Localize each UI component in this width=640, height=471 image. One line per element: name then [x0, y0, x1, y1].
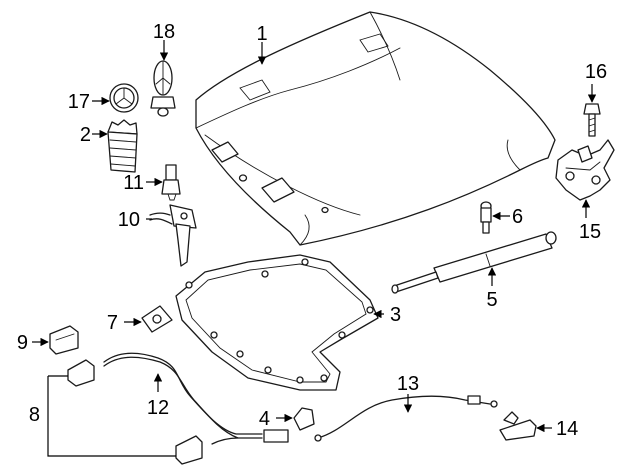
callout-6: 6	[512, 206, 523, 228]
callout-4: 4	[259, 408, 270, 430]
callout-11: 11	[123, 172, 144, 194]
insulator-drawing	[175, 254, 379, 391]
ornament-drawing	[150, 60, 176, 117]
callout-10: 10	[118, 209, 140, 231]
callout-14: 14	[556, 418, 578, 440]
callout-17: 17	[68, 91, 90, 113]
callout-5: 5	[486, 289, 497, 311]
callout-7: 7	[107, 312, 118, 334]
release-handle-drawing	[47, 359, 203, 465]
striker-bracket-drawing	[149, 204, 197, 267]
callout-12: 12	[147, 397, 169, 419]
callout-labels: 1 2 3 4 5 6 7 8 9 10 11 12 13 14 15 16 1…	[17, 21, 607, 440]
strut-drawing	[391, 231, 557, 294]
callout-9: 9	[17, 332, 28, 354]
callout-3: 3	[390, 304, 401, 326]
callout-16: 16	[585, 61, 607, 83]
hood-drawing	[195, 11, 556, 246]
callout-1: 1	[256, 23, 267, 45]
bolt-drawing	[583, 103, 601, 137]
release-cable-13-drawing	[314, 395, 498, 442]
callout-13: 13	[397, 373, 419, 395]
emblem-drawing	[109, 83, 139, 113]
callout-2: 2	[80, 124, 91, 146]
latch-drawing	[107, 119, 138, 173]
callout-15: 15	[579, 221, 601, 243]
clip-4-drawing	[293, 407, 315, 431]
callout-leaders	[32, 40, 597, 433]
lock-drawing	[499, 411, 537, 441]
callout-8: 8	[29, 404, 40, 426]
callout-18: 18	[153, 21, 175, 43]
bumper-stop-drawing	[161, 164, 181, 201]
hinge-drawing	[555, 139, 615, 201]
release-cable-drawing	[103, 352, 289, 445]
bumper-drawing	[141, 305, 173, 333]
ball-stud-drawing	[480, 201, 492, 234]
cable-clip-drawing	[49, 325, 79, 355]
